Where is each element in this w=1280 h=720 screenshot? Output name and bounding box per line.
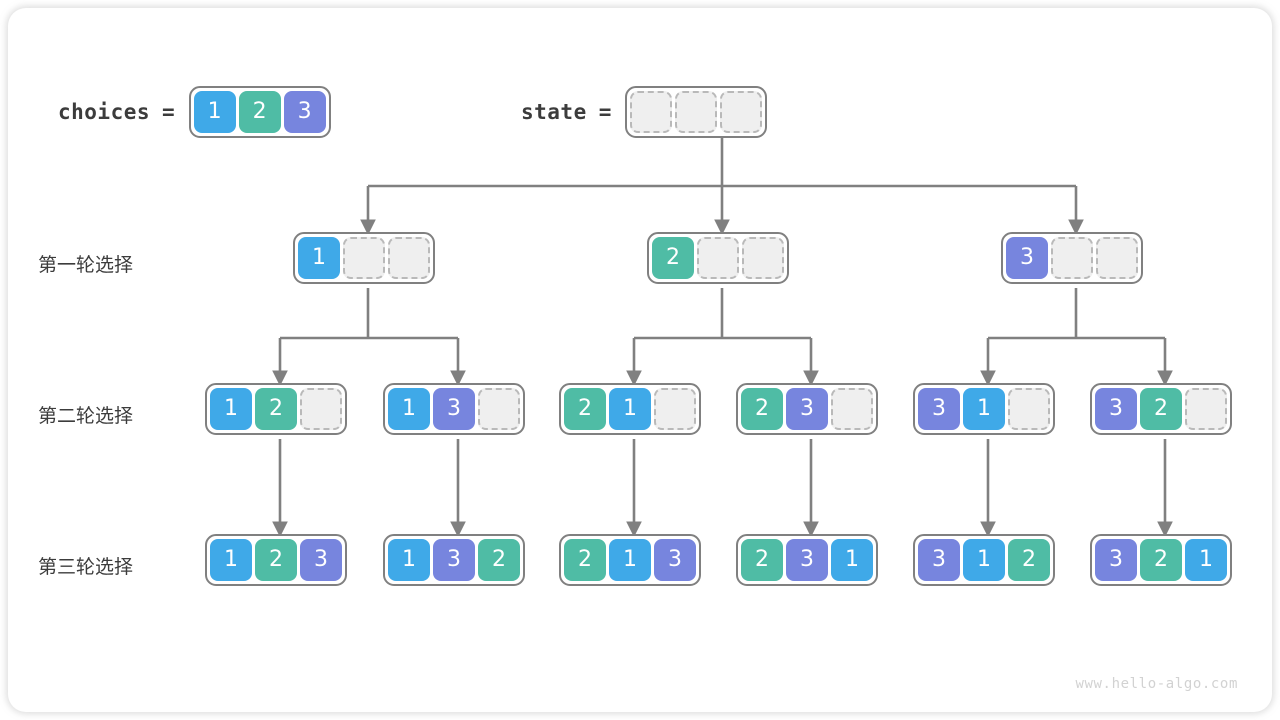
round2-node6-cell-2: 2 [1140, 388, 1182, 430]
row-label-round-2: 第二轮选择 [38, 405, 134, 427]
state-array [625, 86, 768, 138]
state-equals-sign: = [598, 100, 612, 124]
round2-node2-cell-1: 1 [388, 388, 430, 430]
round2-node3-cell-3 [654, 388, 696, 430]
round2-node5-cell-1: 3 [918, 388, 960, 430]
round2-node1-cell-1: 1 [210, 388, 252, 430]
row-label-round-3: 第三轮选择 [38, 556, 134, 578]
watermark: www.hello-algo.com [1075, 676, 1238, 692]
round3-node5-cell-2: 1 [963, 539, 1005, 581]
choices-cell-2: 2 [238, 91, 281, 133]
round2-node1-cell-3 [300, 388, 342, 430]
round3-node1-cell-3: 3 [300, 539, 342, 581]
choices-cell-3: 3 [283, 91, 326, 133]
round2-node1-cell-2: 2 [255, 388, 297, 430]
round1-node2-cell-2 [697, 237, 739, 279]
tree-node-round1-2: 2 [647, 232, 789, 284]
round2-node4-cell-1: 2 [741, 388, 783, 430]
round1-node1-cell-1: 1 [298, 237, 340, 279]
round1-node3-cell-3 [1096, 237, 1138, 279]
round2-node2-cell-2: 3 [433, 388, 475, 430]
round3-node5-cell-3: 2 [1008, 539, 1050, 581]
tree-node-round1-3: 3 [1001, 232, 1143, 284]
round1-node2-cell-1: 2 [652, 237, 694, 279]
row-label-round-1: 第一轮选择 [38, 254, 134, 276]
round3-node6-cell-2: 2 [1140, 539, 1182, 581]
round1-node1-cell-3 [388, 237, 430, 279]
state-cell-3 [720, 91, 763, 133]
round3-node4-cell-3: 1 [831, 539, 873, 581]
round1-node3-cell-1: 3 [1006, 237, 1048, 279]
state-declaration: state = [521, 86, 768, 138]
round3-node3-cell-1: 2 [564, 539, 606, 581]
state-cell-1 [630, 91, 673, 133]
choices-label: choices [58, 100, 151, 124]
round3-node4-cell-2: 3 [786, 539, 828, 581]
round3-node6-cell-1: 3 [1095, 539, 1137, 581]
choices-cell-1: 1 [193, 91, 236, 133]
state-cell-2 [675, 91, 718, 133]
round2-node2-cell-3 [478, 388, 520, 430]
state-label: state [521, 100, 587, 124]
tree-node-round1-1: 1 [293, 232, 435, 284]
round3-node1-cell-1: 1 [210, 539, 252, 581]
round2-node4-cell-3 [831, 388, 873, 430]
round1-node1-cell-2 [343, 237, 385, 279]
round2-node5-cell-3 [1008, 388, 1050, 430]
round1-node2-cell-3 [742, 237, 784, 279]
round3-node2-cell-3: 2 [478, 539, 520, 581]
round3-node3-cell-2: 1 [609, 539, 651, 581]
round3-node3-cell-3: 3 [654, 539, 696, 581]
round2-node5-cell-2: 1 [963, 388, 1005, 430]
round3-node1-cell-2: 2 [255, 539, 297, 581]
round2-node4-cell-2: 3 [786, 388, 828, 430]
round2-node3-cell-2: 1 [609, 388, 651, 430]
round3-node4-cell-1: 2 [741, 539, 783, 581]
round3-node2-cell-1: 1 [388, 539, 430, 581]
round3-node2-cell-2: 3 [433, 539, 475, 581]
choices-equals-sign: = [162, 100, 175, 124]
round2-node3-cell-1: 2 [564, 388, 606, 430]
round2-node6-cell-3 [1185, 388, 1227, 430]
round1-node3-cell-2 [1051, 237, 1093, 279]
round3-node5-cell-1: 3 [918, 539, 960, 581]
round2-node6-cell-1: 3 [1095, 388, 1137, 430]
round3-node6-cell-3: 1 [1185, 539, 1227, 581]
